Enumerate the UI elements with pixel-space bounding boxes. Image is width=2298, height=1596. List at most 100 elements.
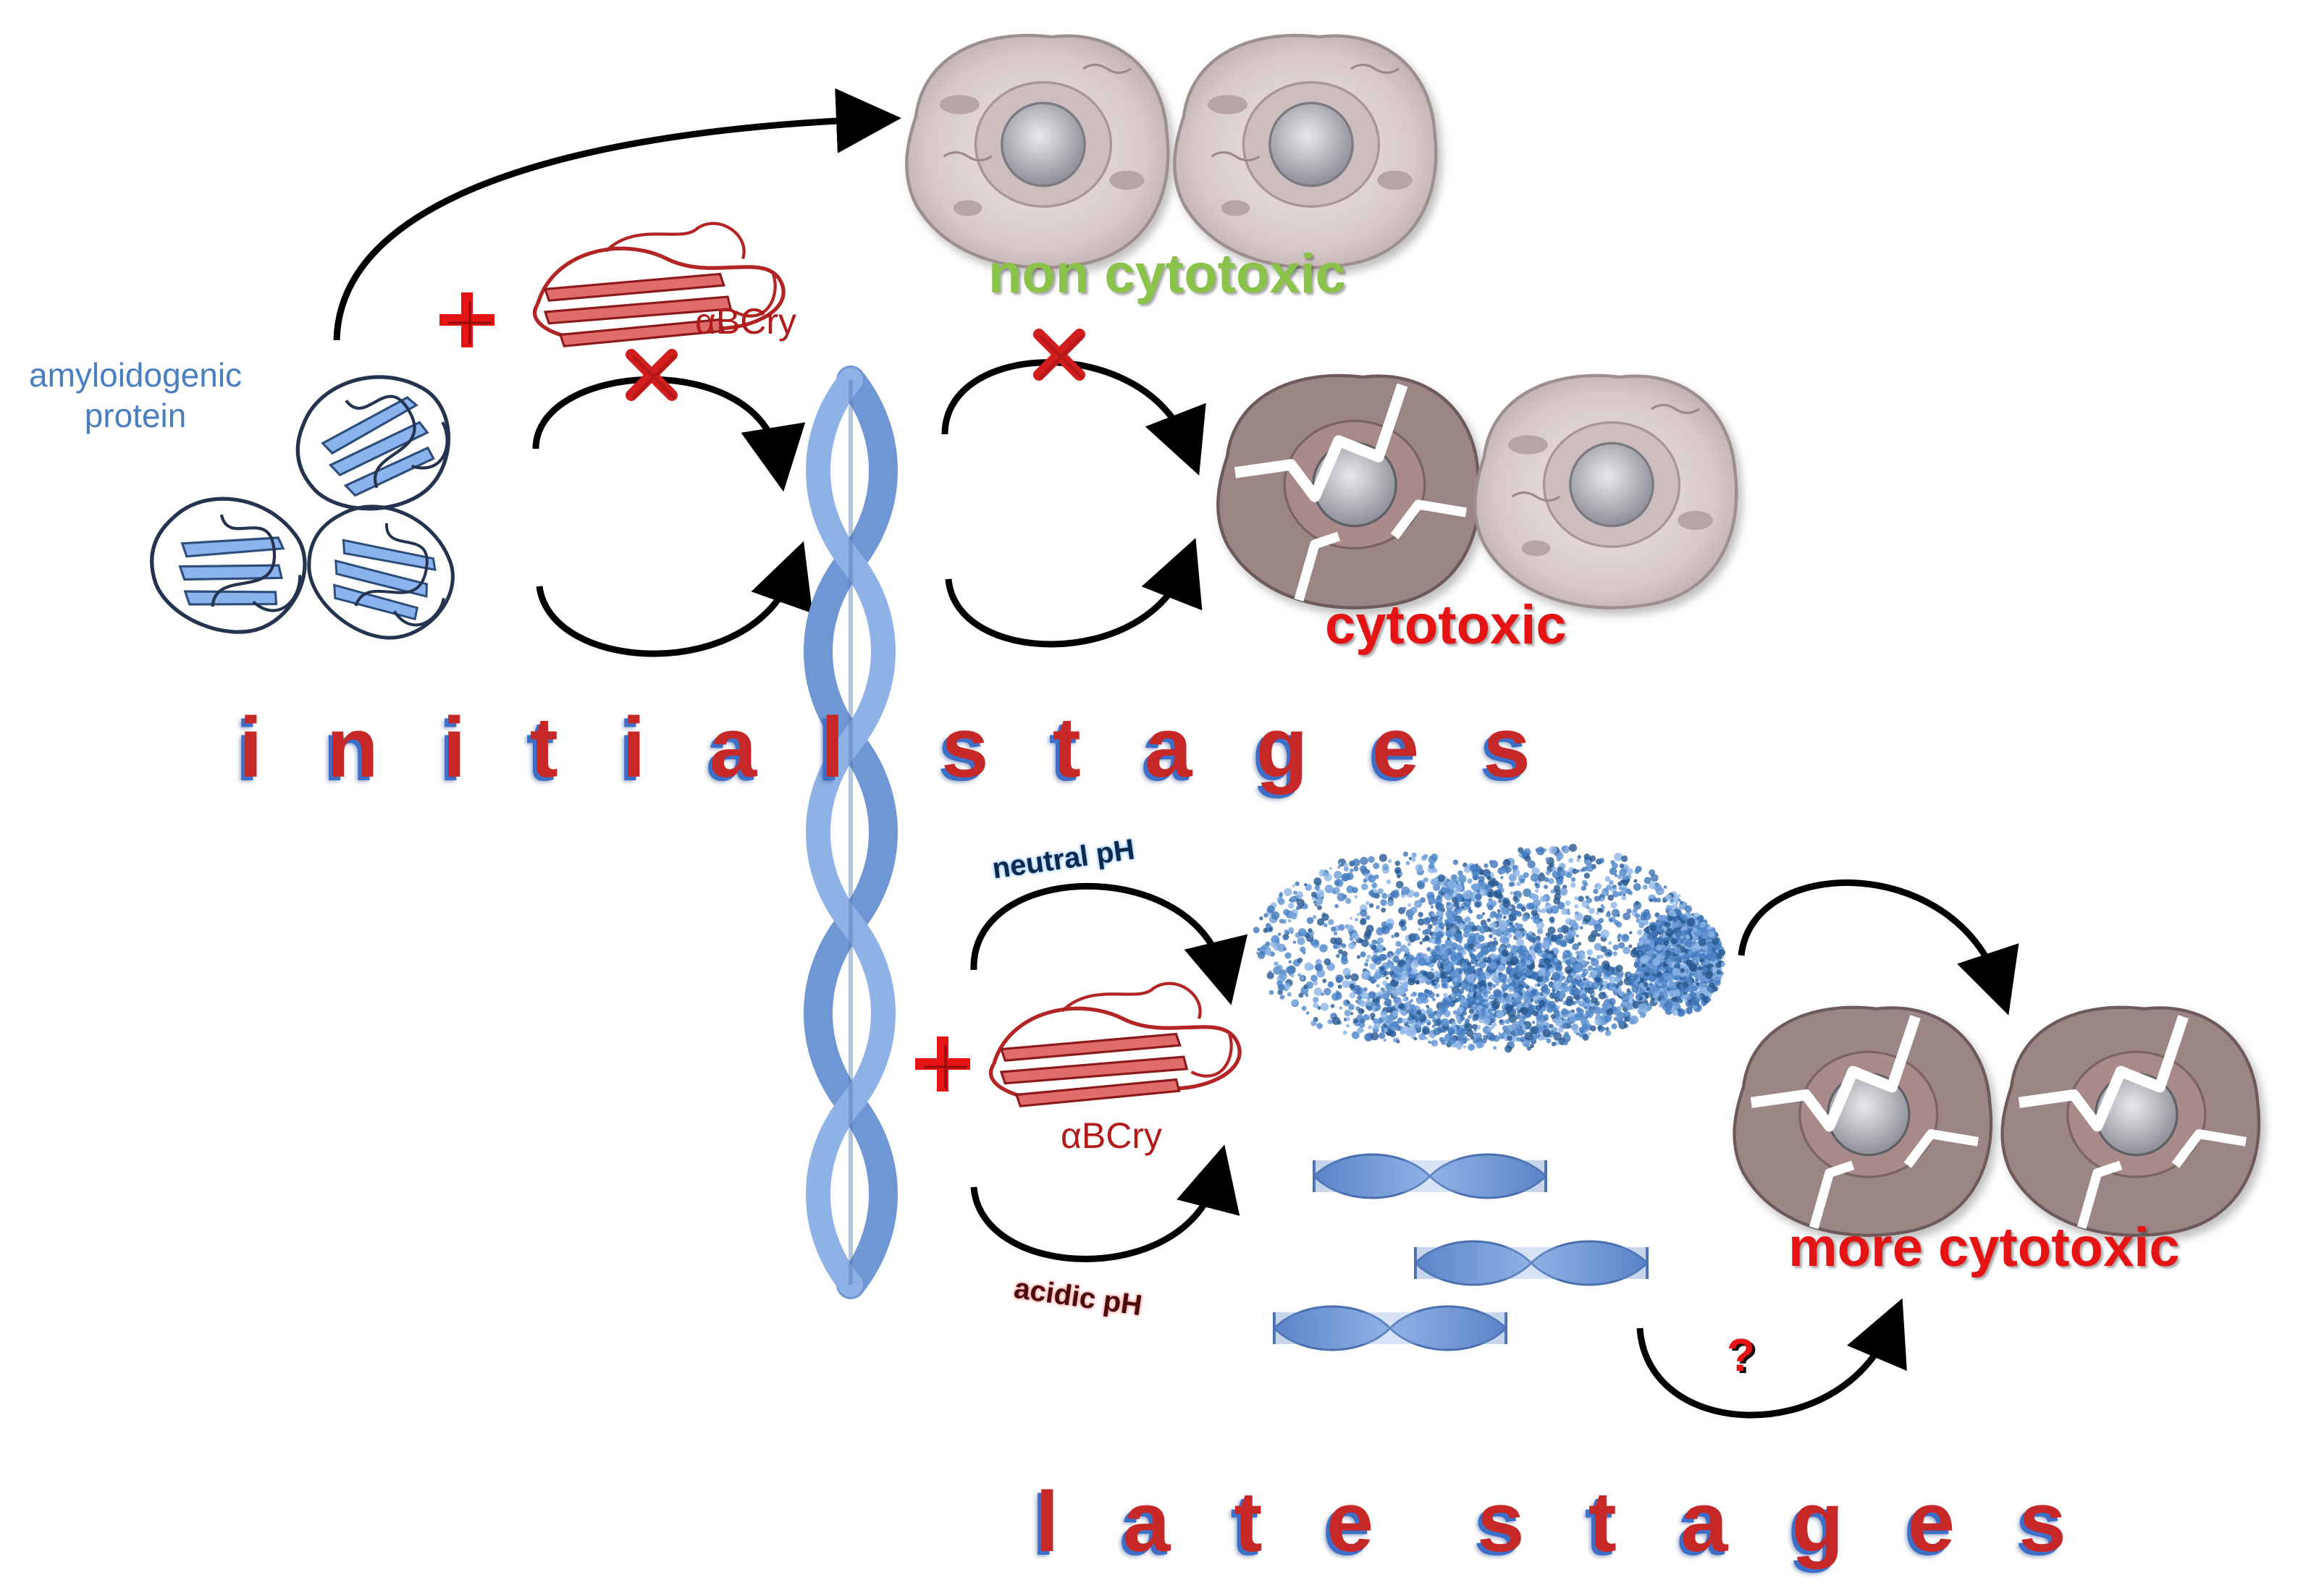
- aggregate-particle: [1253, 926, 1260, 934]
- aggregate-particle: [1489, 994, 1494, 999]
- aggregate-particle: [1714, 934, 1717, 938]
- aggregate-particle: [1431, 1039, 1439, 1047]
- aggregate-particle: [1491, 1000, 1500, 1009]
- aggregate-particle: [1412, 992, 1417, 997]
- aggregate-particle: [1679, 900, 1683, 905]
- aggregate-particle: [1633, 879, 1638, 883]
- aggregate-particle: [1636, 967, 1641, 972]
- aggregate-particle: [1350, 973, 1359, 981]
- aggregate-particle: [1266, 971, 1274, 979]
- aggregate-particle: [1531, 909, 1538, 916]
- aggregate-particle: [1508, 1014, 1517, 1023]
- aggregate-particle: [1376, 944, 1385, 953]
- aggregate-particle: [1649, 924, 1657, 932]
- aggregate-particle: [1578, 1031, 1584, 1038]
- aggregate-particle: [1634, 962, 1639, 967]
- aggregate-particle: [1656, 944, 1662, 951]
- aggregate-particle: [1578, 983, 1581, 986]
- aggregate-particle: [1466, 974, 1475, 983]
- aggregate-particle: [1628, 944, 1633, 948]
- aggregate-particle: [1529, 1044, 1534, 1049]
- aggregate-particle: [1279, 893, 1283, 898]
- aggregate-particle: [1659, 981, 1667, 989]
- aggregate-particle: [1317, 973, 1321, 977]
- aggregate-particle: [1318, 869, 1326, 877]
- aggregate-particle: [1613, 1017, 1617, 1021]
- aggregate-particle: [1612, 890, 1619, 898]
- aggregate-particle: [1710, 963, 1714, 968]
- aggregate-particle: [1288, 919, 1292, 923]
- aggregate-particle: [1383, 1038, 1387, 1042]
- aggregate-particle: [1511, 1021, 1520, 1030]
- aggregate-particle: [1638, 982, 1644, 987]
- amorphous-aggregate: [1253, 843, 1726, 1053]
- aggregate-particle: [1270, 941, 1277, 948]
- aggregate-particle: [1472, 1017, 1476, 1022]
- aggregate-particle: [1428, 863, 1435, 869]
- aggregate-particle: [1283, 982, 1291, 990]
- aggregate-particle: [1535, 1004, 1541, 1011]
- aggregate-particle: [1695, 977, 1699, 981]
- aggregate-particle: [1581, 1023, 1588, 1031]
- aggregate-particle: [1525, 960, 1531, 966]
- aggregate-particle: [1570, 882, 1576, 888]
- aggregate-particle: [1526, 1004, 1535, 1013]
- aggregate-particle: [1415, 864, 1423, 872]
- aggregate-particle: [1432, 959, 1437, 963]
- aggregate-particle: [1370, 1013, 1376, 1018]
- aggregate-particle: [1426, 1005, 1430, 1008]
- aggregate-particle: [1444, 963, 1452, 972]
- aggregate-particle: [1543, 1021, 1548, 1026]
- aggregate-particle: [1405, 861, 1410, 866]
- aggregate-particle: [1641, 963, 1646, 968]
- aggregate-particle: [1581, 973, 1586, 978]
- aggregate-particle: [1501, 868, 1507, 874]
- aggregate-particle: [1432, 1024, 1436, 1028]
- aggregate-particle: [1407, 1024, 1411, 1029]
- aggregate-particle: [1465, 916, 1471, 923]
- aggregate-particle: [1633, 883, 1641, 891]
- aggregate-particle: [1699, 953, 1706, 960]
- aggregate-particle: [1426, 971, 1435, 980]
- aggregate-particle: [1648, 933, 1653, 938]
- aggregate-particle: [1386, 960, 1394, 968]
- aggregate-particle: [1634, 869, 1640, 874]
- aggregate-particle: [1565, 966, 1573, 974]
- aggregate-particle: [1472, 1023, 1478, 1030]
- aggregate-particle: [1405, 1001, 1413, 1009]
- damaged-cell-icon: [2003, 1008, 2259, 1236]
- aggregate-particle: [1282, 934, 1289, 940]
- aggregate-particle: [1351, 932, 1360, 941]
- aggregate-particle: [1605, 1026, 1609, 1031]
- aggregate-particle: [1358, 1021, 1365, 1029]
- damaged-cell-icon: [1735, 1008, 1991, 1236]
- aggregate-particle: [1684, 905, 1693, 913]
- aggregate-particle: [1672, 922, 1678, 929]
- aggregate-particle: [1431, 913, 1436, 917]
- aggregate-particle: [1689, 972, 1693, 976]
- aggregate-particle: [1565, 900, 1571, 906]
- aggregate-particle: [1343, 862, 1348, 868]
- aggregate-particle: [1410, 906, 1418, 914]
- aggregate-particle: [1544, 1017, 1549, 1021]
- aggregate-particle: [1462, 1010, 1468, 1016]
- aggregate-particle: [1315, 963, 1323, 972]
- aggregate-particle: [1300, 976, 1305, 981]
- aggregate-particle: [1660, 995, 1665, 1000]
- aggregate-particle: [1385, 983, 1392, 991]
- aggregate-particle: [1361, 883, 1368, 890]
- aggregate-particle: [1716, 969, 1722, 975]
- aggregate-particle: [1338, 924, 1345, 931]
- aggregate-particle: [1357, 995, 1362, 1000]
- aggregate-particle: [1517, 970, 1524, 977]
- aggregate-particle: [1553, 1010, 1560, 1016]
- aggregate-particle: [1556, 878, 1564, 886]
- aggregate-particle: [1607, 895, 1614, 901]
- aggregate-particle: [1597, 933, 1602, 937]
- aggregate-particle: [1539, 895, 1546, 903]
- aggregate-particle: [1510, 956, 1519, 965]
- aggregate-particle: [1428, 955, 1433, 960]
- aggregate-particle: [1335, 992, 1342, 1000]
- aggregate-particle: [1408, 1026, 1416, 1034]
- aggregate-particle: [1600, 965, 1604, 968]
